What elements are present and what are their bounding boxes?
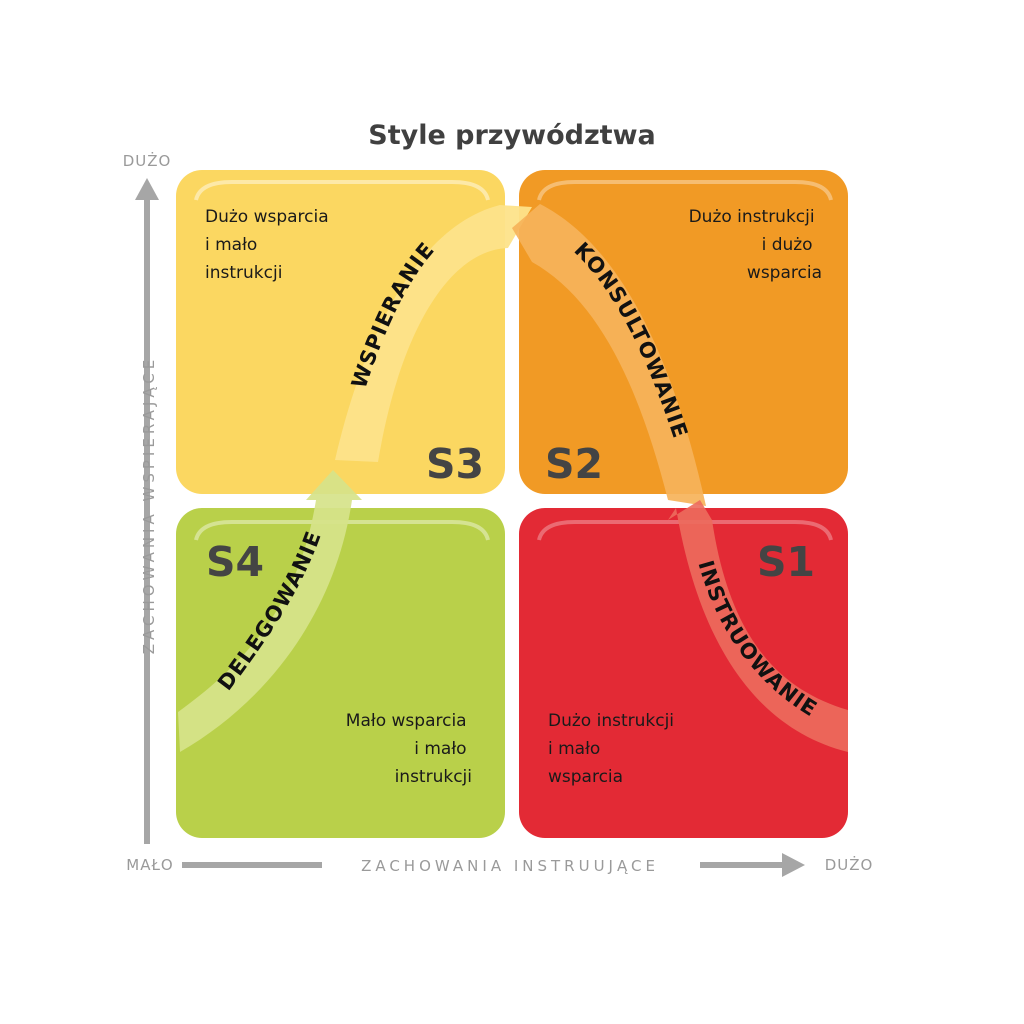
vertical-axis: DUŻO ZACHOWANIA WSPIERAJĄCE — [123, 151, 172, 844]
x-axis-title: ZACHOWANIA INSTRUUJĄCE — [361, 857, 659, 875]
y-axis-title: ZACHOWANIA WSPIERAJĄCE — [140, 356, 158, 655]
diagram-title: Style przywództwa — [368, 120, 655, 151]
quadrant-s1-box — [519, 508, 848, 838]
quadrant-s3-box — [176, 170, 505, 494]
quadrant-s2-gloss — [537, 180, 833, 201]
quadrant-s1-line: i mało — [548, 739, 600, 759]
quadrant-s3 — [176, 170, 505, 494]
leadership-curve-arrow — [178, 204, 848, 752]
quadrant-s3-line: i mało — [205, 235, 257, 255]
quadrant-s2 — [519, 170, 848, 494]
delegowanie-band — [178, 470, 362, 752]
quadrant-s2-description: Dużo instrukcji i dużo wsparcia — [689, 207, 822, 283]
quadrant-s4-line: instrukcji — [395, 767, 472, 787]
quadrant-s3-gloss — [194, 180, 490, 201]
x-axis-high-label: DUŻO — [825, 855, 874, 874]
x-axis-line-right — [700, 862, 785, 868]
wspieranie-band — [335, 205, 532, 462]
y-axis-arrowhead — [135, 178, 159, 200]
quadrant-s4-line: Mało wsparcia — [346, 711, 467, 731]
style-code-s2: S2 — [545, 440, 603, 488]
quadrant-s1-description: Dużo instrukcji i mało wsparcia — [548, 711, 679, 787]
quadrant-s1-line: Dużo instrukcji — [548, 711, 674, 731]
quadrant-s3-description: Dużo wsparcia i mało instrukcji — [205, 207, 334, 283]
y-axis-line — [144, 196, 150, 844]
quadrant-s2-line: Dużo instrukcji — [689, 207, 815, 227]
quadrant-s3-line: Dużo wsparcia — [205, 207, 329, 227]
quadrant-s2-line: wsparcia — [747, 263, 822, 283]
style-code-s1: S1 — [757, 538, 815, 586]
quadrant-s1-line: wsparcia — [548, 767, 623, 787]
instruowanie-band — [668, 500, 848, 752]
style-code-s4: S4 — [206, 538, 264, 586]
quadrant-s4-description: Mało wsparcia i mało instrukcji — [346, 711, 472, 787]
x-axis-arrowhead — [782, 853, 805, 877]
quadrant-s4-box — [176, 508, 505, 838]
x-axis-low-label: MAŁO — [126, 856, 173, 874]
horizontal-axis: MAŁO ZACHOWANIA INSTRUUJĄCE DUŻO — [126, 853, 874, 877]
quadrant-s2-box — [519, 170, 848, 494]
quadrant-s2-line: i dużo — [762, 235, 813, 255]
style-code-s3: S3 — [426, 440, 484, 488]
x-axis-line-left — [182, 862, 322, 868]
konsultowanie-band — [512, 204, 706, 506]
quadrant-s4-line: i mało — [414, 739, 466, 759]
y-axis-high-label: DUŻO — [123, 151, 172, 170]
quadrant-s3-line: instrukcji — [205, 263, 282, 283]
